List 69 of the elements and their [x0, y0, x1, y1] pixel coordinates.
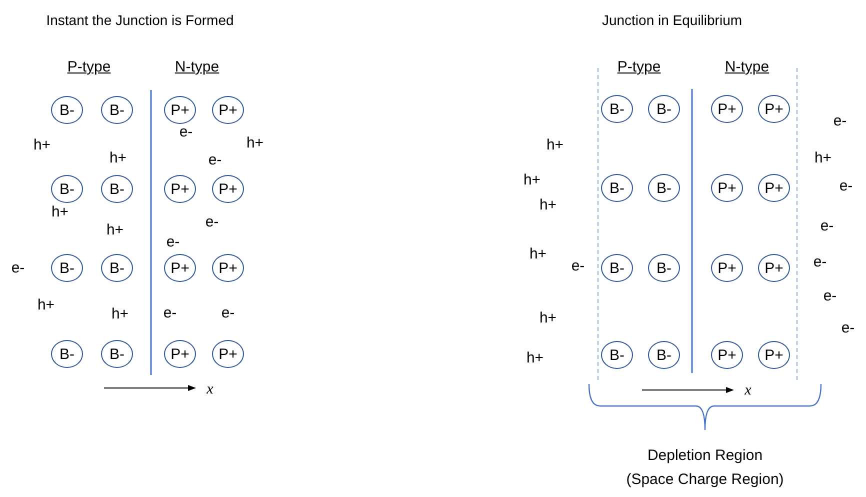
charge-carrier-label: h+ — [523, 172, 541, 188]
charge-carrier-label: e- — [839, 178, 853, 194]
charge-carrier-label: h+ — [246, 134, 264, 152]
charge-carrier-label: e- — [208, 152, 222, 168]
region-caption: Depletion Region (Space Charge Region) — [625, 446, 785, 490]
axis-label: x — [744, 382, 752, 400]
charge-carrier-label: h+ — [33, 136, 51, 154]
charge-carrier-label: e- — [166, 234, 180, 250]
ion-circle: P+ — [164, 175, 196, 203]
region-heading: P-type — [617, 58, 661, 76]
ion-circle: B- — [648, 254, 680, 282]
region-heading: P-type — [67, 58, 111, 76]
charge-carrier-label: e- — [221, 304, 235, 322]
panel-title: Junction in Equilibrium — [602, 12, 742, 28]
charge-carrier-label: e- — [205, 214, 219, 230]
ion-circle: B- — [101, 175, 133, 203]
charge-carrier-label: h+ — [526, 350, 544, 366]
ion-circle: B- — [648, 174, 680, 202]
ion-circle: P+ — [164, 340, 196, 368]
panel-title: Instant the Junction is Formed — [46, 12, 234, 28]
ion-circle: P+ — [758, 254, 790, 282]
ion-circle: P+ — [212, 254, 244, 282]
ion-circle: B- — [51, 340, 83, 368]
charge-carrier-label: h+ — [51, 204, 69, 220]
ion-circle: B- — [601, 95, 633, 123]
ion-circle: B- — [648, 95, 680, 123]
ion-circle: P+ — [758, 174, 790, 202]
charge-carrier-label: h+ — [529, 246, 547, 262]
charge-carrier-label: h+ — [111, 306, 129, 322]
charge-carrier-label: h+ — [814, 150, 832, 166]
region-heading: N-type — [724, 58, 770, 76]
charge-carrier-label: e- — [823, 288, 837, 304]
ion-circle: P+ — [711, 341, 743, 369]
ion-circle: P+ — [711, 174, 743, 202]
ion-circle: P+ — [212, 96, 244, 124]
ion-circle: P+ — [212, 340, 244, 368]
charge-carrier-label: e- — [833, 112, 847, 130]
ion-circle: P+ — [758, 95, 790, 123]
ion-circle: P+ — [758, 341, 790, 369]
charge-carrier-label: e- — [179, 124, 193, 140]
charge-carrier-label: h+ — [37, 296, 55, 314]
region-heading: N-type — [174, 58, 220, 76]
charge-carrier-label: e- — [571, 258, 585, 274]
charge-carrier-label: e- — [841, 320, 855, 336]
charge-carrier-label: e- — [813, 254, 827, 270]
charge-carrier-label: e- — [11, 260, 25, 276]
ion-circle: B- — [101, 254, 133, 282]
charge-carrier-label: h+ — [539, 196, 557, 214]
charge-carrier-label: e- — [163, 304, 177, 322]
charge-carrier-label: h+ — [106, 222, 124, 238]
axis-label: x — [206, 382, 214, 398]
ion-circle: B- — [51, 96, 83, 124]
ion-circle: B- — [101, 96, 133, 124]
ion-circle: B- — [101, 340, 133, 368]
ion-circle: P+ — [711, 254, 743, 282]
ion-circle: B- — [601, 341, 633, 369]
ion-circle: P+ — [164, 254, 196, 282]
ion-circle: B- — [51, 175, 83, 203]
ion-circle: P+ — [212, 175, 244, 203]
charge-carrier-label: e- — [820, 218, 834, 234]
ion-circle: B- — [601, 174, 633, 202]
ion-circle: B- — [601, 254, 633, 282]
charge-carrier-label: h+ — [546, 136, 564, 154]
ion-circle: P+ — [164, 96, 196, 124]
ion-circle: B- — [51, 254, 83, 282]
ion-circle: B- — [648, 341, 680, 369]
charge-carrier-label: h+ — [109, 150, 127, 166]
ion-circle: P+ — [711, 95, 743, 123]
charge-carrier-label: h+ — [539, 310, 557, 326]
